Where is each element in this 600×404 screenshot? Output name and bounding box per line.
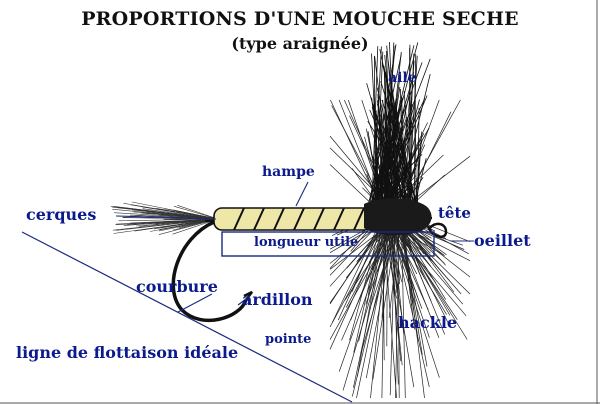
label-tete: tête bbox=[438, 206, 471, 221]
leader-hampe bbox=[296, 182, 308, 206]
wing-fibers bbox=[367, 42, 431, 214]
label-oeillet: oeillet bbox=[474, 233, 531, 249]
diagram-title: PROPORTIONS D'UNE MOUCHE SECHE bbox=[0, 8, 600, 30]
label-hackle: hackle bbox=[398, 315, 457, 331]
fly-body bbox=[214, 208, 372, 230]
hook-bend bbox=[173, 222, 246, 320]
label-hampe: hampe bbox=[262, 165, 315, 179]
label-courbure: courbure bbox=[136, 279, 218, 295]
fly-head bbox=[364, 198, 432, 235]
label-aile: aile bbox=[388, 71, 417, 85]
leader-courbure bbox=[178, 294, 212, 312]
waterline bbox=[22, 232, 352, 402]
diagram-subtitle: (type araignée) bbox=[0, 34, 600, 53]
label-pointe: pointe bbox=[265, 333, 311, 346]
label-ardillon: ardillon bbox=[242, 292, 313, 308]
label-cerques: cerques bbox=[26, 207, 96, 223]
label-longueur-utile: longueur utile bbox=[254, 236, 358, 249]
label-ligne-de-flottaison: ligne de flottaison idéale bbox=[16, 345, 238, 361]
